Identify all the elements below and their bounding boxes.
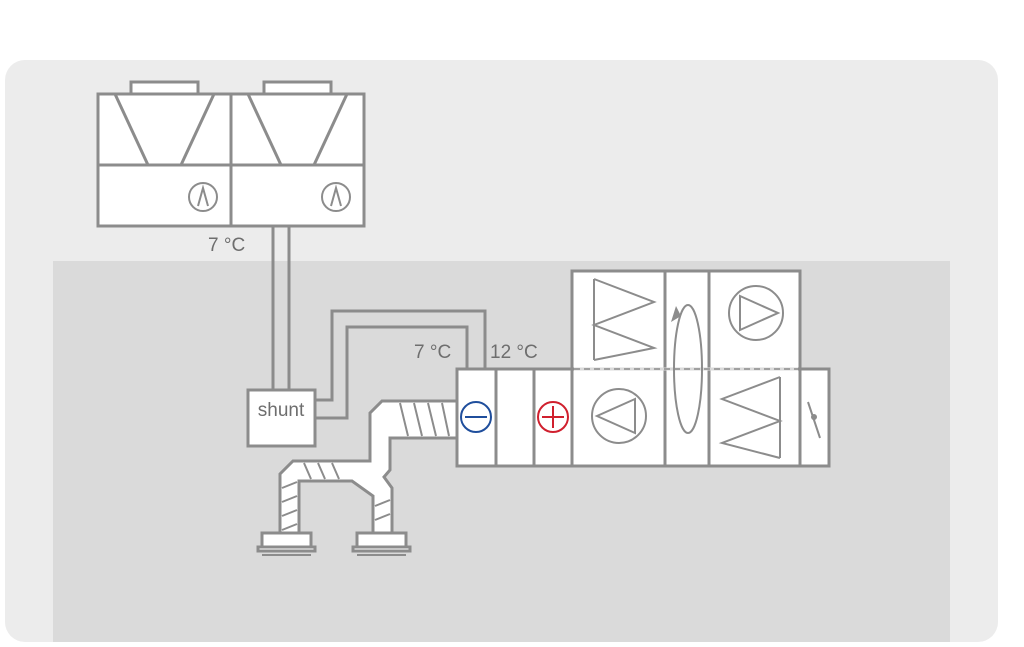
diffuser-right [351,531,412,556]
chiller-unit [96,80,366,228]
minus-circle-icon [460,401,492,433]
chiller-pipes [271,226,291,390]
filter-zigzag-icon [718,376,783,459]
air-handling-unit [455,269,831,468]
diffuser-left [256,531,317,556]
damper-icon [807,401,821,439]
ahu-return-temp-label: 12 °C [490,342,538,363]
shunt-label: shunt [258,400,305,421]
compressor-icon [321,182,351,212]
compressor-icon [188,182,218,212]
rotating-wheel-icon [671,304,703,434]
ahu-supply-temp-label: 7 °C [414,342,451,363]
supply-duct [256,399,460,556]
shunt-box [246,388,317,448]
coil-pipes [315,309,487,420]
filter-zigzag-icon [591,278,658,361]
plus-circle-icon [537,401,569,433]
chiller-supply-temp-label: 7 °C [208,235,245,256]
fan-triangle-icon [591,388,647,444]
fan-triangle-icon [728,285,784,341]
